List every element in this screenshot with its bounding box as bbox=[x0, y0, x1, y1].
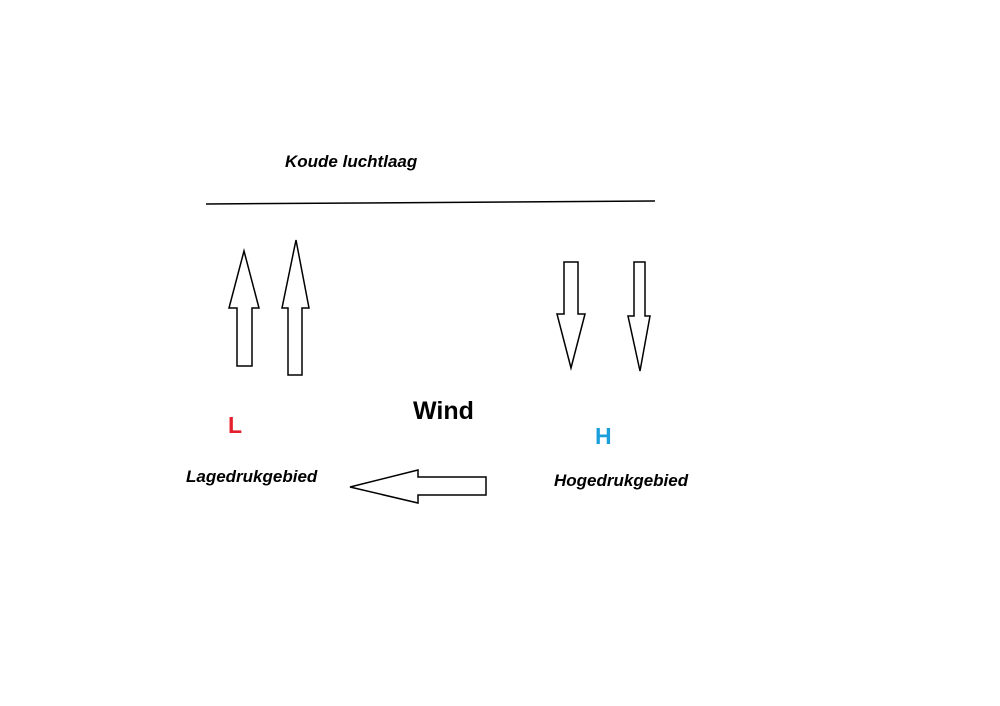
wind-label: Wind bbox=[413, 397, 474, 425]
high-pressure-symbol: H bbox=[595, 423, 612, 449]
low-pressure-area-label: Lagedrukgebied bbox=[186, 467, 318, 486]
low-pressure-symbol: L bbox=[228, 412, 243, 438]
high-pressure-area-label: Hogedrukgebied bbox=[554, 471, 689, 490]
rising-air-arrow-1 bbox=[228, 248, 260, 367]
rising-air-arrow-2 bbox=[281, 239, 310, 376]
cold-layer-label: Koude luchtlaag bbox=[285, 152, 418, 171]
sinking-air-arrow-1 bbox=[556, 261, 586, 371]
wind-arrow bbox=[349, 469, 487, 504]
cold-layer-line bbox=[205, 200, 656, 205]
sinking-air-arrow-2 bbox=[627, 261, 651, 372]
